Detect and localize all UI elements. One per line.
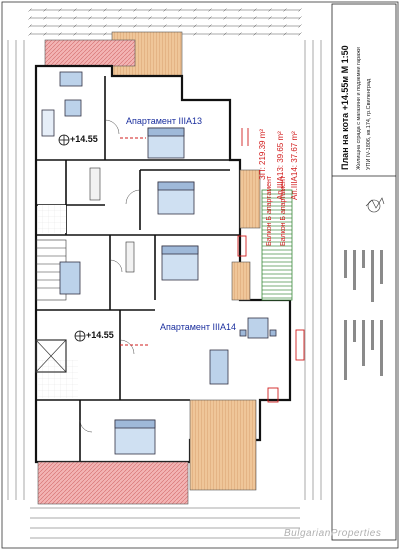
bathroom-floor-a (38, 205, 66, 233)
right-dimension-lines (304, 40, 322, 500)
interior-walls (36, 76, 240, 462)
title-block-bar (344, 250, 347, 278)
title-block-bar (380, 320, 383, 376)
furniture (41, 71, 277, 385)
signature-stamp (365, 197, 385, 213)
title-block-bar (380, 250, 383, 284)
side-balcony-upper (239, 169, 261, 229)
title-block-bar (353, 320, 356, 342)
title-block-title: План на кота +14.55м М 1:50 (340, 45, 350, 170)
balcony-b-note: Балкон Б апартамент (280, 175, 287, 246)
beds (114, 127, 199, 455)
stair-core (35, 239, 67, 373)
title-block-bar (371, 250, 374, 302)
area-b-note: Ап.IIIА14: 37.67 m² (290, 131, 299, 200)
bottom-dimension-lines (30, 507, 300, 539)
apartment-a-label: Апартамент IIIА13 (126, 116, 203, 126)
side-balcony-middle (231, 261, 251, 301)
title-block-bar (362, 320, 365, 366)
door-swings (79, 119, 141, 433)
level-label-b: +14.55 (86, 330, 114, 340)
bottom-red-terrace (37, 461, 189, 505)
balcony-a-note: Балкон Б апартамент (266, 175, 273, 246)
title-block-bar (362, 250, 365, 268)
title-block-bar (353, 250, 356, 290)
kitchen-counters (89, 167, 135, 273)
bottom-terrace (189, 399, 257, 491)
area-total-note: ЗП: 219.39 m² (258, 128, 267, 180)
top-dimension-lines (28, 8, 302, 36)
top-terrace (44, 39, 136, 67)
red-markers (120, 128, 305, 403)
level-markers (58, 134, 86, 342)
left-dimension-lines (7, 40, 25, 500)
apartment-b-label: Апартамент IIIА14 (160, 322, 237, 332)
title-block-frame (331, 3, 397, 541)
title-block-bar (371, 320, 374, 350)
watermark: BulgarianProperties (284, 528, 382, 539)
green-balcony (261, 189, 293, 301)
title-block-bars (344, 250, 383, 380)
bathroom-floor-b (38, 360, 78, 398)
title-block-subtitle-2: УПИ IV-1806, кв.174, гр.Свиленград (366, 78, 372, 170)
level-label-a: +14.55 (70, 134, 98, 144)
title-block-bar (344, 320, 347, 380)
title-block-subtitle-1: Жилищна сграда с магазини и подземни гар… (356, 47, 362, 170)
